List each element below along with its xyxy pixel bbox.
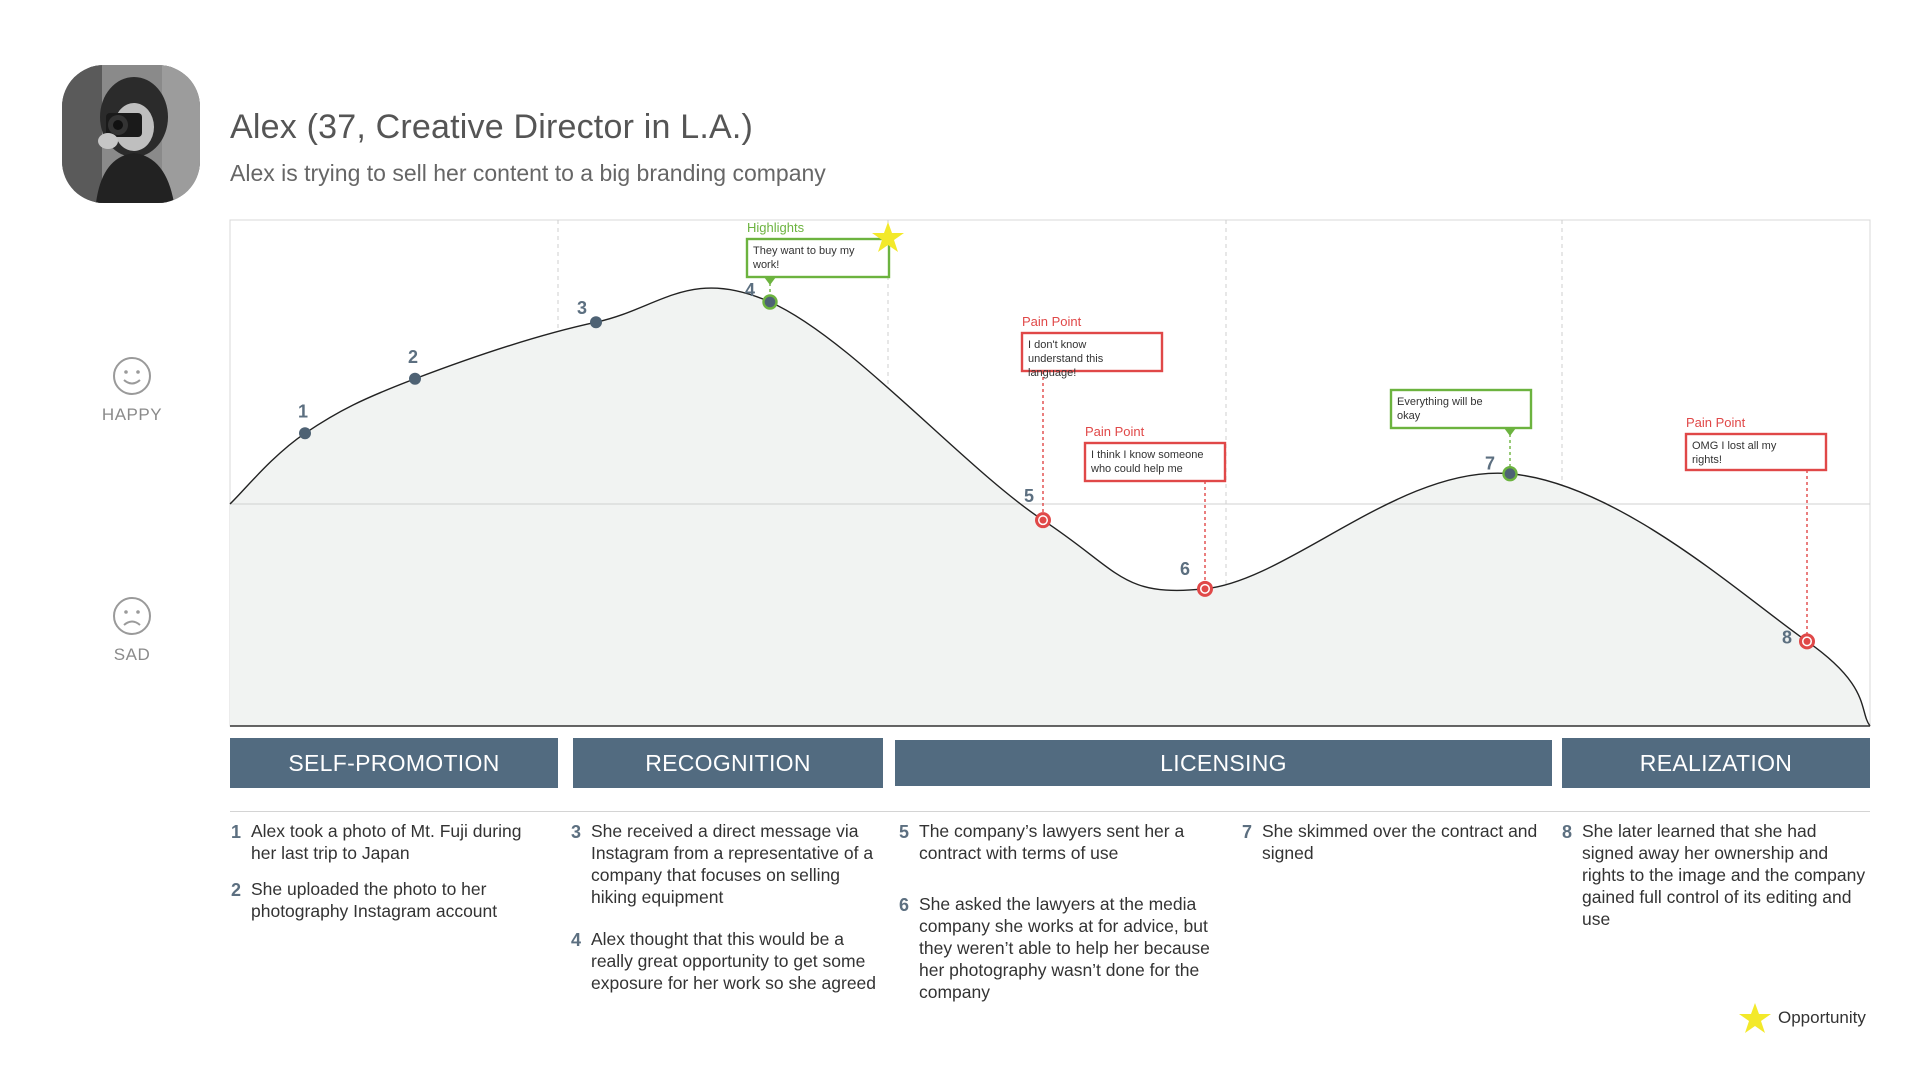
step-number: 6 <box>899 895 910 915</box>
callout-box <box>1389 388 1533 430</box>
callout-box <box>745 237 891 279</box>
happy-label: HAPPY <box>101 405 163 424</box>
step-2: 2 She uploaded the photo to her photogra… <box>231 878 551 922</box>
opportunity-star-icon <box>872 222 904 252</box>
persona-title: Alex (37, Creative Director in L.A.) <box>230 108 754 146</box>
callout-tag: Pain Point <box>1022 314 1082 329</box>
happy-face-icon <box>113 357 151 395</box>
phase-licensing: LICENSING <box>895 740 1552 786</box>
step-text: She asked the lawyers at the media compa… <box>919 894 1210 1002</box>
journey-point-label: 2 <box>408 347 418 367</box>
step-number: 4 <box>571 930 582 950</box>
journey-point-3 <box>590 316 602 329</box>
legend: Opportunity <box>1738 1002 1866 1034</box>
step-number: 5 <box>899 822 910 842</box>
happy-mood: HAPPY <box>92 356 172 425</box>
callout-tag: Pain Point <box>1085 424 1145 439</box>
star-icon <box>1739 1003 1771 1033</box>
step-text: She skimmed over the contract and signed <box>1262 821 1538 863</box>
phase-recognition: RECOGNITION <box>573 738 883 788</box>
step-number: 3 <box>571 822 582 842</box>
step-4: 4 Alex thought that this would be a real… <box>571 928 881 994</box>
phase-self-promotion: SELF-PROMOTION <box>230 738 558 788</box>
journey-point-core <box>1201 585 1209 593</box>
step-number: 7 <box>1242 822 1253 842</box>
step-5: 5 The company’s lawyers sent her a contr… <box>899 820 1199 864</box>
phase-realization: REALIZATION <box>1562 738 1870 788</box>
sad-mood: SAD <box>92 596 172 665</box>
step-3: 3 She received a direct message via Inst… <box>571 820 881 908</box>
step-number: 8 <box>1562 822 1573 842</box>
journey-point-label: 8 <box>1782 627 1792 647</box>
points-layer: 1 2 3 4 5 6 7 8 <box>298 280 1815 650</box>
callout-box <box>1083 441 1227 483</box>
step-text: Alex thought that this would be a really… <box>591 929 877 993</box>
emotion-area <box>230 288 1870 726</box>
journey-point-label: 5 <box>1024 486 1034 506</box>
journey-point-label: 6 <box>1180 559 1190 579</box>
step-8: 8 She later learned that she had signed … <box>1562 820 1872 930</box>
journey-point-core <box>1803 637 1811 645</box>
journey-point-1 <box>299 427 311 440</box>
step-number: 1 <box>231 822 242 842</box>
callout-box <box>1684 432 1828 472</box>
sad-face-icon <box>113 597 151 635</box>
journey-point-core <box>1039 516 1047 524</box>
step-1: 1 Alex took a photo of Mt. Fuji during h… <box>231 820 551 864</box>
journey-point-label: 1 <box>298 401 308 421</box>
callout-pointer <box>1504 428 1516 436</box>
persona-subtitle: Alex is trying to sell her content to a … <box>230 160 826 186</box>
journey-point-4 <box>762 294 778 310</box>
persona-avatar <box>62 65 200 203</box>
callout-tag: Pain Point <box>1686 415 1746 430</box>
sad-label: SAD <box>113 645 151 664</box>
steps-divider <box>230 811 1870 812</box>
legend-label: Opportunity <box>1778 1008 1866 1027</box>
journey-point-7 <box>1502 466 1518 482</box>
step-text: She received a direct message via Instag… <box>591 821 874 907</box>
journey-point-2 <box>409 372 421 385</box>
step-6: 6 She asked the lawyers at the media com… <box>899 893 1219 1003</box>
callout-pointer <box>764 277 776 285</box>
step-text: She uploaded the photo to her photograph… <box>251 879 498 921</box>
step-text: The company’s lawyers sent her a contrac… <box>919 821 1185 863</box>
journey-point-label: 4 <box>745 280 755 300</box>
step-number: 2 <box>231 880 242 900</box>
callout-tag: Highlights <box>747 220 805 235</box>
journey-point-label: 3 <box>577 298 587 318</box>
step-text: Alex took a photo of Mt. Fuji during her… <box>251 821 522 863</box>
step-7: 7 She skimmed over the contract and sign… <box>1242 820 1542 864</box>
step-text: She later learned that she had signed aw… <box>1582 821 1866 929</box>
callout-box <box>1020 331 1164 373</box>
person-with-camera-icon <box>62 65 200 203</box>
journey-point-label: 7 <box>1485 454 1495 474</box>
